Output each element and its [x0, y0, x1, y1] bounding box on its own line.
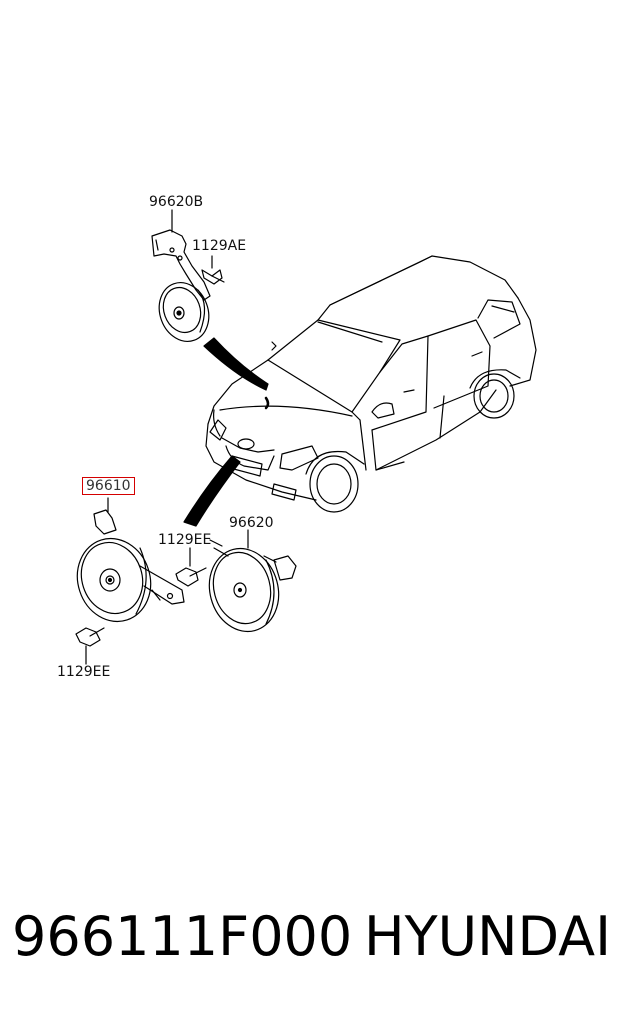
upper-horn-assembly [151, 209, 225, 342]
label-1129ae: 1129AE [192, 238, 247, 254]
label-1129ee-mid: 1129EE [158, 532, 212, 548]
label-96620: 96620 [229, 515, 274, 531]
mid-bolt [175, 539, 223, 587]
label-1129ee-bottom: 1129EE [57, 664, 111, 680]
pointer-lower [183, 455, 241, 527]
label-96620b: 96620B [149, 194, 204, 210]
pointer-upper [203, 337, 269, 391]
label-96610-highlighted[interactable]: 96610 [82, 477, 135, 495]
footer-part-number: 966111F000 [12, 905, 353, 968]
footer-brand: HYUNDAI [364, 905, 612, 968]
lower-horn-left [75, 497, 185, 665]
lower-horn-right [208, 529, 297, 633]
